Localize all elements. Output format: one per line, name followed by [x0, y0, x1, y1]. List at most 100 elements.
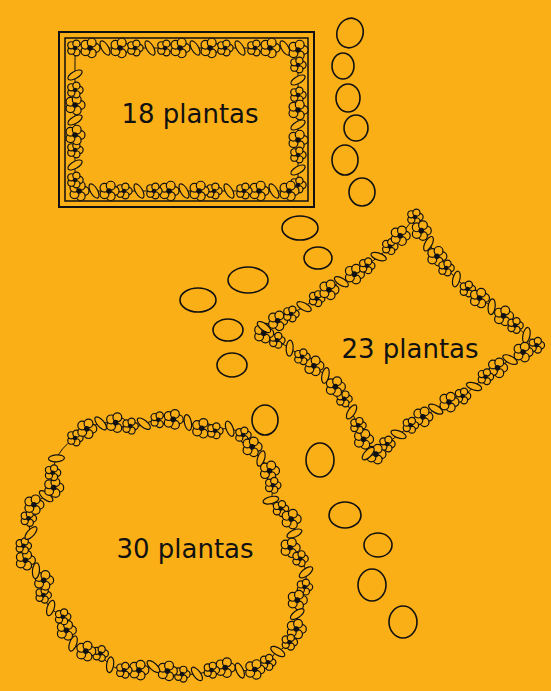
- flower-center: [212, 189, 217, 194]
- flower-center: [207, 45, 213, 51]
- flower: [77, 641, 96, 660]
- flower-center: [180, 672, 185, 677]
- stone: [252, 405, 278, 435]
- flower: [295, 349, 310, 365]
- flower: [208, 423, 223, 439]
- stone: [306, 443, 334, 477]
- flower: [508, 318, 523, 334]
- flower-center: [397, 233, 403, 239]
- flower: [478, 369, 493, 385]
- flower-center: [41, 593, 46, 598]
- flower: [291, 57, 306, 73]
- stone: [329, 502, 361, 528]
- flower-center: [106, 188, 112, 194]
- leaf: [222, 182, 236, 199]
- stone: [364, 533, 392, 557]
- flower-center: [289, 312, 294, 317]
- flower: [291, 147, 306, 163]
- flower-center: [241, 433, 246, 438]
- flower: [282, 634, 297, 650]
- flower: [248, 40, 263, 56]
- frame: [59, 32, 314, 207]
- flower-center: [295, 137, 301, 143]
- leaf: [143, 39, 157, 56]
- stone: [282, 216, 318, 240]
- leaf: [32, 562, 40, 579]
- stone: [344, 115, 368, 141]
- flower-center: [72, 132, 78, 138]
- flower-center: [177, 45, 183, 51]
- flower: [117, 662, 132, 678]
- flower: [147, 183, 162, 199]
- flower-center: [287, 640, 292, 645]
- leaf: [289, 118, 306, 132]
- flower: [514, 342, 533, 361]
- flower-center: [460, 394, 465, 399]
- flower: [440, 392, 459, 411]
- flower-center: [196, 188, 202, 194]
- flower-center: [342, 397, 347, 402]
- flower-center: [287, 545, 293, 551]
- leaf: [98, 39, 112, 56]
- flower: [68, 82, 83, 98]
- leaf: [106, 656, 115, 673]
- flowers: [16, 410, 314, 683]
- flower-center: [413, 215, 418, 220]
- flower: [123, 418, 138, 434]
- flower: [320, 280, 339, 299]
- stone: [180, 288, 216, 312]
- flower: [471, 288, 490, 307]
- flower: [218, 40, 233, 56]
- flower-center: [444, 266, 449, 271]
- flower-center: [242, 189, 247, 194]
- leaf: [48, 454, 64, 462]
- flower-center: [266, 660, 271, 665]
- flower: [111, 38, 130, 57]
- leaf: [93, 415, 109, 432]
- flower-center: [249, 444, 255, 450]
- stone: [304, 247, 332, 269]
- flower-center: [296, 153, 301, 158]
- flower-center: [41, 578, 47, 584]
- flower-center: [133, 46, 138, 51]
- flower-center: [408, 423, 413, 428]
- flower: [204, 662, 219, 678]
- flower-center: [31, 502, 37, 508]
- flower: [391, 226, 410, 245]
- stone: [333, 14, 368, 51]
- flower-bed: 23 plantas: [245, 205, 545, 470]
- flower-center: [434, 253, 440, 259]
- flower-center: [296, 63, 301, 68]
- plant-count: 30 plantas: [113, 534, 256, 565]
- flower: [190, 181, 209, 200]
- flower: [160, 181, 179, 200]
- flower-center: [294, 597, 300, 603]
- flower: [246, 660, 265, 679]
- flower-center: [483, 374, 488, 379]
- flower: [201, 38, 220, 57]
- leaf: [188, 39, 202, 56]
- frame: [65, 38, 308, 201]
- flower: [164, 410, 183, 429]
- leaf: [23, 525, 39, 542]
- flower-center: [278, 506, 283, 511]
- flower: [326, 377, 345, 396]
- flower: [289, 100, 308, 119]
- flower-center: [165, 668, 171, 674]
- flower-center: [446, 399, 452, 405]
- flower-center: [311, 363, 317, 369]
- flower: [81, 38, 100, 57]
- flower: [25, 495, 44, 514]
- flower: [16, 538, 31, 554]
- flower: [360, 258, 375, 274]
- flower-center: [76, 188, 82, 194]
- leaf: [286, 340, 294, 356]
- flower: [250, 181, 269, 200]
- flower-center: [361, 437, 367, 443]
- stone: [358, 569, 386, 601]
- flower: [439, 260, 454, 276]
- flower: [237, 183, 252, 199]
- flower-center: [128, 424, 133, 429]
- flower-bed: 30 plantas: [5, 398, 335, 686]
- flower-center: [64, 628, 70, 634]
